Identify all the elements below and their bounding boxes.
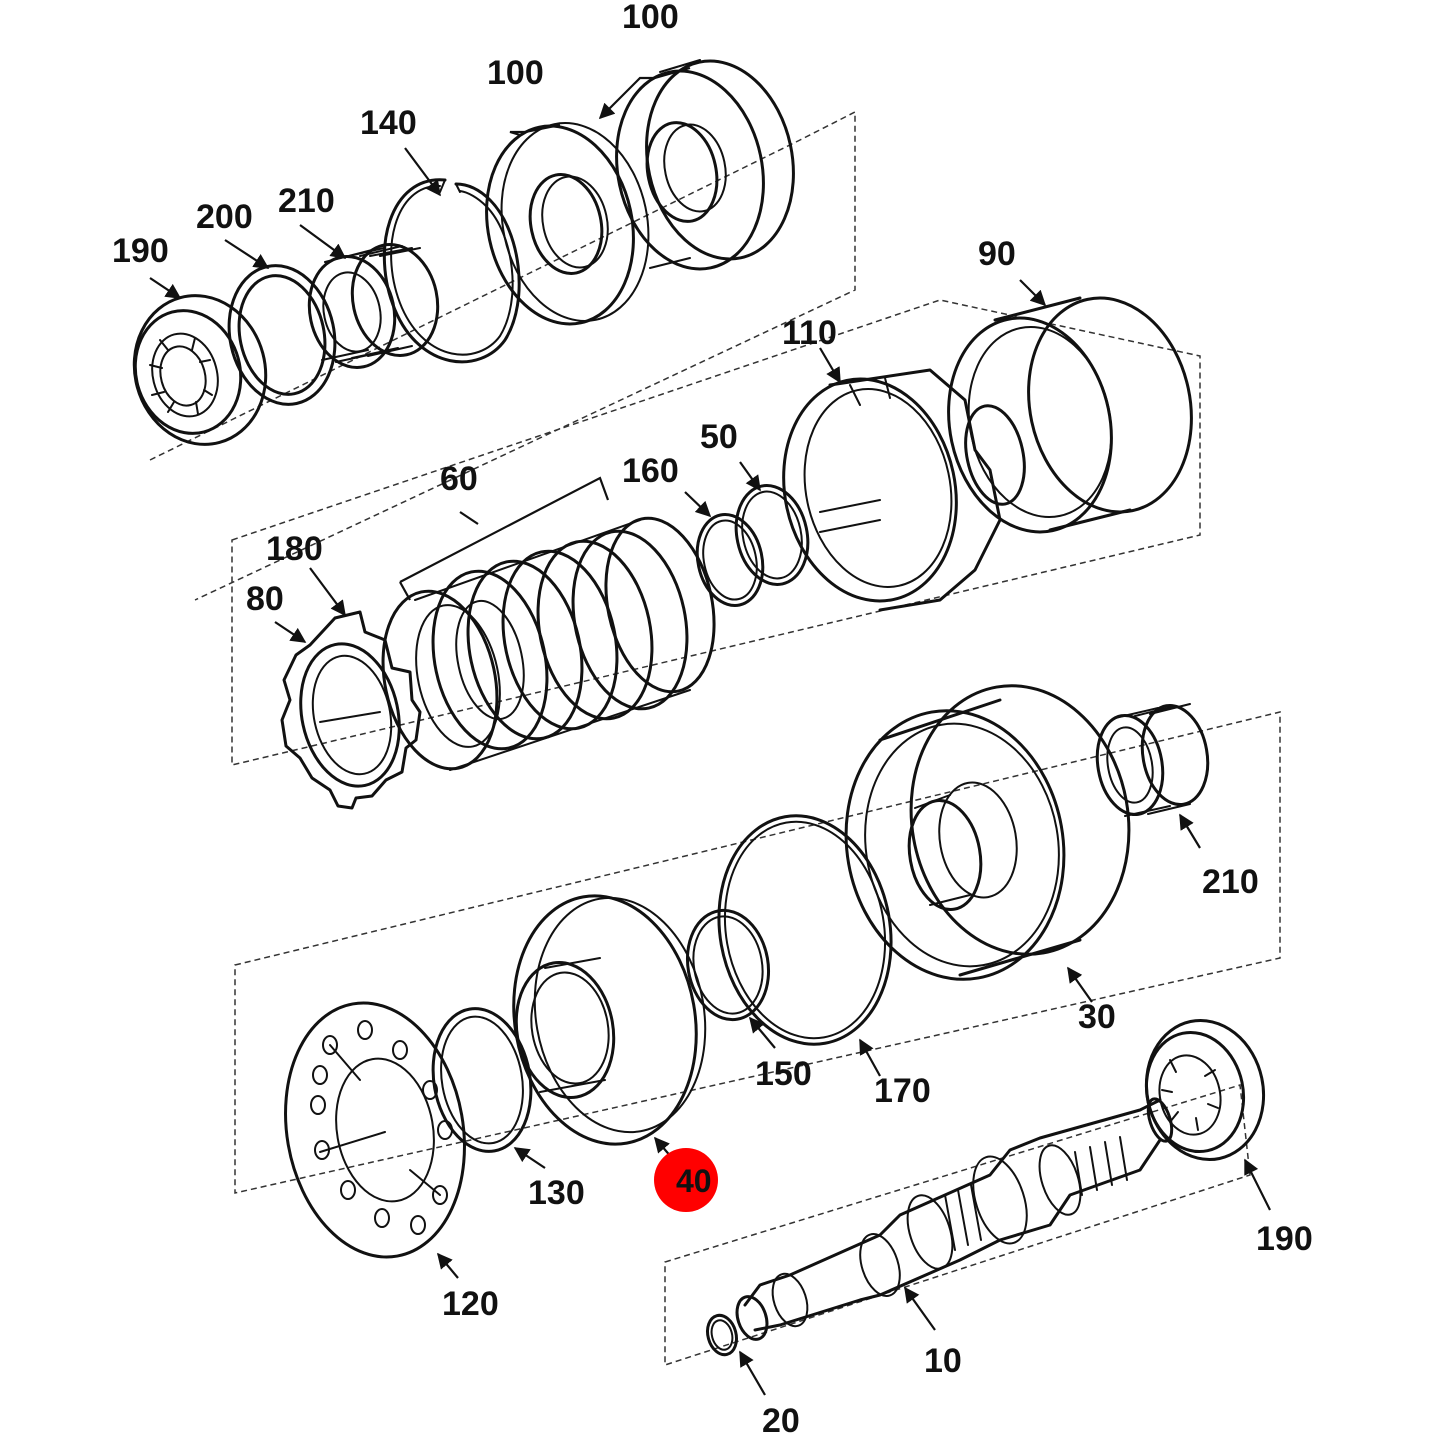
part-190-bearing-top (132, 294, 268, 446)
callout-180: 180 (266, 530, 323, 568)
part-100-disc-b (615, 59, 795, 271)
part-30-clutch-drum (844, 684, 1131, 981)
callout-190-top: 190 (112, 232, 169, 270)
callout-190-lower: 190 (1256, 1220, 1313, 1258)
part-20-snap-ring (706, 1313, 738, 1357)
callout-100-upper: 100 (622, 0, 679, 36)
group-frame-shaft (664, 1084, 1251, 1367)
part-90-drum (947, 296, 1193, 534)
part-40-piston (512, 894, 707, 1146)
group-frame-top (149, 110, 856, 601)
callout-80: 80 (246, 580, 284, 618)
highlight-dot (654, 1148, 718, 1212)
callout-30: 30 (1078, 998, 1116, 1036)
callout-210-top: 210 (278, 182, 335, 220)
group-frame-middle (231, 299, 1201, 766)
callout-200: 200 (196, 198, 253, 236)
callout-10: 10 (924, 1342, 962, 1380)
part-120-thrust-washer (284, 1001, 466, 1259)
part-10-input-shaft (735, 1097, 1174, 1341)
callout-50: 50 (700, 418, 738, 456)
callout-140: 140 (360, 104, 417, 142)
part-100-disc-a (485, 122, 650, 326)
callout-210-lower: 210 (1202, 863, 1259, 901)
callout-100-lower: 100 (487, 54, 544, 92)
callout-160: 160 (622, 452, 679, 490)
callout-60: 60 (440, 460, 478, 498)
callout-170: 170 (874, 1072, 931, 1110)
callout-150: 150 (755, 1055, 812, 1093)
callout-20: 20 (762, 1402, 800, 1440)
group-frame-lower (234, 711, 1281, 1194)
part-200-ring (227, 264, 337, 406)
part-190-bearing-lower (1144, 1018, 1266, 1162)
part-210-needle-bearing-top (307, 243, 440, 369)
callout-110: 110 (782, 314, 837, 352)
callout-90: 90 (978, 235, 1016, 273)
callout-130: 130 (528, 1174, 585, 1212)
part-160-snap-ring (695, 513, 765, 607)
part-50-ring (734, 484, 810, 586)
callout-120: 120 (442, 1285, 499, 1323)
callout-40: 40 (676, 1163, 712, 1199)
part-210-needle-bearing-lower (1095, 703, 1210, 817)
part-60-clutch-pack (381, 516, 716, 771)
part-110-clutch-hub (782, 368, 1026, 612)
